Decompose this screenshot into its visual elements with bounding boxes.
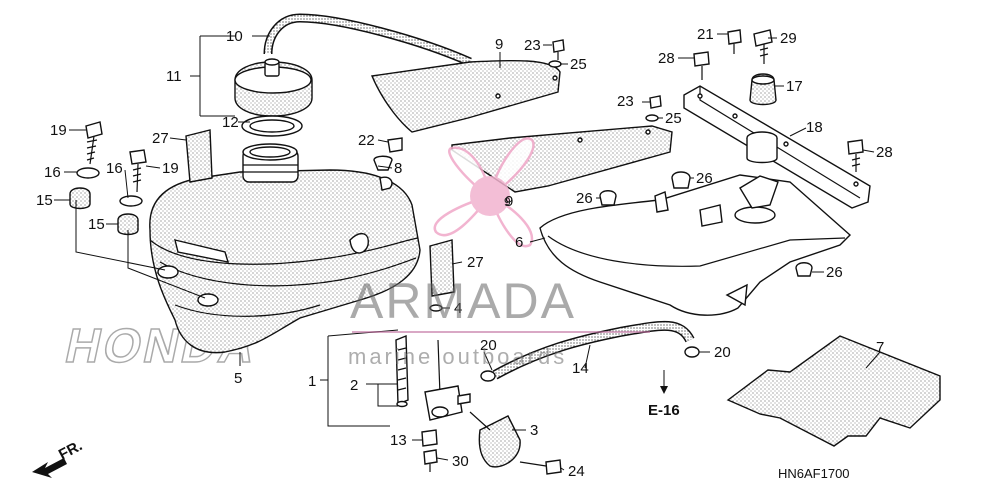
callout-28-right: 28: [876, 144, 893, 161]
watermark-prop-label: 9: [504, 195, 511, 209]
callout-9-lower: 9: [505, 193, 513, 210]
callout-3: 3: [530, 422, 538, 439]
callout-20-left: 20: [480, 337, 497, 354]
cushion-15-mid: [117, 213, 139, 236]
fuel-cock-lever: [469, 411, 521, 468]
callout-10: 10: [226, 28, 243, 45]
callout-12: 12: [222, 114, 239, 131]
watermark-brand: ARMADA: [350, 273, 576, 329]
cushion-15-left: [69, 187, 91, 210]
callout-22: 22: [358, 132, 375, 149]
pad-upper: [371, 59, 561, 133]
callout-28-left: 28: [658, 50, 675, 67]
washer-25-lower: [645, 114, 659, 122]
washer-16-left: [76, 167, 100, 179]
grommet-b: [599, 190, 617, 206]
callout-16-mid: 16: [106, 160, 123, 177]
callouts: 10 11 12 9 23 25 21 29 28 17 18 28 19 27…: [36, 26, 893, 480]
fuel-tank: [149, 143, 421, 354]
callout-2: 2: [350, 377, 358, 394]
grommet-c: [795, 262, 813, 277]
callout-13: 13: [390, 432, 407, 449]
callout-4: 4: [454, 300, 462, 317]
callout-23-upper: 23: [524, 37, 541, 54]
floor-pad: [726, 335, 941, 447]
callout-30: 30: [452, 453, 469, 470]
callout-24: 24: [568, 463, 585, 480]
watermark-tagline: marine outboards: [348, 344, 567, 369]
callout-21: 21: [697, 26, 714, 43]
fuel-cock: [395, 334, 471, 421]
fuel-cap: [234, 58, 313, 117]
rear-stay: [683, 85, 871, 209]
bolt-28-left: [693, 51, 710, 80]
breather-tube: [263, 13, 472, 67]
bolt-21: [727, 29, 742, 54]
bolt-28-right: [847, 139, 864, 172]
bolt-30: [423, 449, 438, 472]
callout-27-lower: 27: [467, 254, 484, 271]
callout-14: 14: [572, 360, 589, 377]
callout-15-mid: 15: [88, 216, 105, 233]
clip-20-right: [684, 346, 700, 358]
callout-9-upper: 9: [495, 36, 503, 53]
ref-label-e16: E-16: [648, 402, 680, 419]
bolt-19-mid: [129, 149, 147, 193]
bolt-29: [753, 29, 773, 64]
rubber-mount: [749, 73, 777, 106]
callout-5: 5: [234, 370, 242, 387]
callout-18: 18: [806, 119, 823, 136]
callout-20-right: 20: [714, 344, 731, 361]
callout-17: 17: [786, 78, 803, 95]
strap-upper: [185, 129, 213, 183]
armada-prop-logo: [433, 137, 535, 248]
callout-25-lower: 25: [665, 110, 682, 127]
callout-27-upper: 27: [152, 130, 169, 147]
front-arrow-icon: [32, 458, 67, 478]
callout-29: 29: [780, 30, 797, 47]
washer-16-mid: [119, 195, 143, 207]
inner-fender: [539, 174, 852, 316]
grommet-22: [387, 137, 403, 153]
leader-lines: [54, 33, 881, 471]
clip-20-left: [480, 370, 496, 382]
callout-25-upper: 25: [570, 56, 587, 73]
screw-23-lower: [649, 95, 662, 109]
bolt-19-left: [85, 121, 103, 165]
callout-19-mid: 19: [162, 160, 179, 177]
callout-23-lower: 23: [617, 93, 634, 110]
bolt-13: [421, 429, 438, 447]
callout-26-lower: 26: [826, 264, 843, 281]
callout-15-left: 15: [36, 192, 53, 209]
diagram-code: HN6AF1700: [778, 466, 850, 481]
front-label: FR.: [56, 437, 85, 463]
callout-16-left: 16: [44, 164, 61, 181]
callout-19-left: 19: [50, 122, 67, 139]
grommet-a: [671, 171, 691, 189]
strap-lower: [429, 239, 455, 297]
callout-26-upper: 26: [696, 170, 713, 187]
bolt-24: [519, 459, 562, 475]
callout-11: 11: [166, 68, 182, 85]
callout-6: 6: [515, 234, 523, 251]
callout-7: 7: [876, 339, 884, 356]
washer-25-upper: [548, 60, 562, 68]
callout-26-mid: 26: [576, 190, 593, 207]
screw-23-upper: [552, 39, 565, 60]
callout-8: 8: [394, 160, 402, 177]
cap-gasket: [241, 115, 303, 137]
callout-1: 1: [308, 373, 316, 390]
